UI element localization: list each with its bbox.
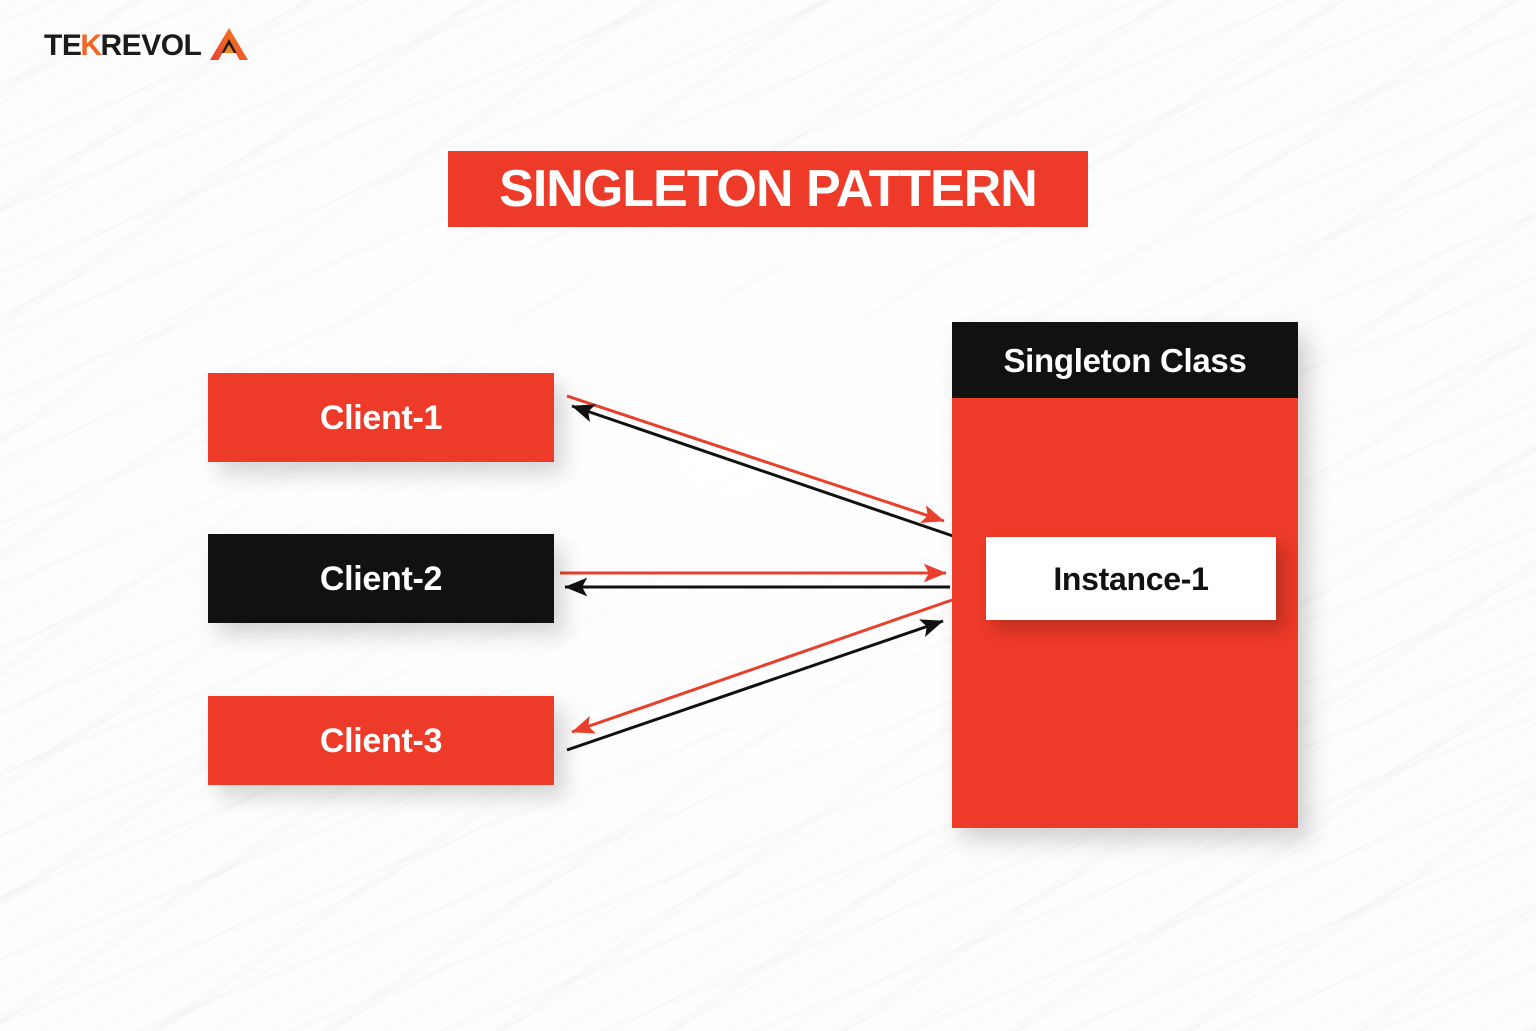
page-title: SINGLETON PATTERN — [499, 160, 1038, 218]
instance-1-box[interactable]: Instance-1 — [986, 537, 1276, 620]
client-2-box[interactable]: Client-2 — [208, 534, 554, 623]
client-3-box[interactable]: Client-3 — [208, 696, 554, 785]
logo-text-part2: REVOL — [100, 29, 202, 62]
page-title-banner: SINGLETON PATTERN — [448, 151, 1088, 227]
singleton-class-title: Singleton Class — [1003, 341, 1247, 379]
tekrevol-triangle-mark-icon — [209, 27, 249, 66]
client-3-label: Client-3 — [319, 721, 443, 760]
arrow-client-3-request — [566, 619, 944, 752]
client-1-box[interactable]: Client-1 — [208, 373, 554, 462]
logo-k-chevron: K — [80, 29, 102, 62]
arrow-client-1-response — [571, 404, 954, 538]
client-2-label: Client-2 — [319, 559, 443, 598]
arrow-client-1-request — [566, 394, 945, 523]
client-1-label: Client-1 — [319, 398, 443, 437]
arrow-client-3-response — [571, 598, 953, 734]
logo-text-part1: TE — [44, 29, 82, 62]
singleton-class-header: Singleton Class — [952, 322, 1298, 398]
instance-1-label: Instance-1 — [1053, 560, 1209, 597]
